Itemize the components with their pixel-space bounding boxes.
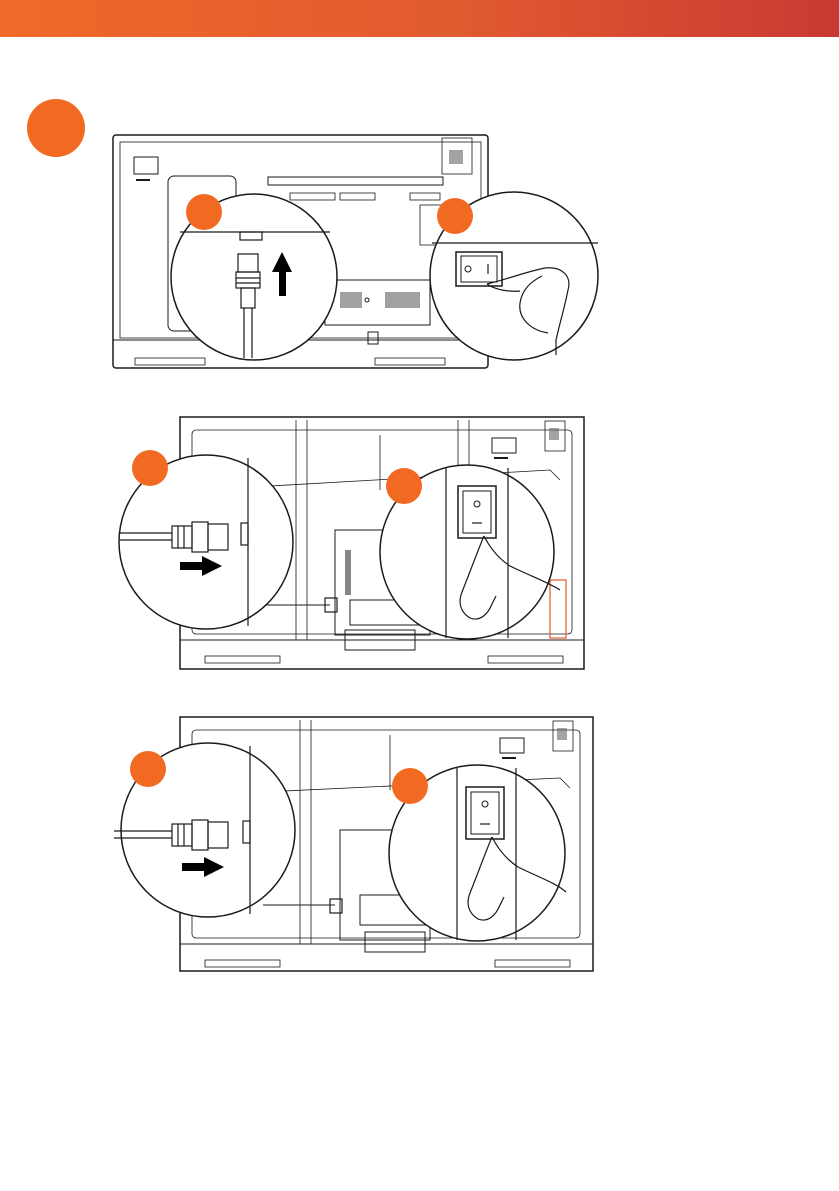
badge-b — [437, 198, 473, 234]
badge-a — [186, 194, 222, 230]
diagram-display-rear-3 — [0, 700, 839, 980]
diagram-display-rear-1 — [0, 0, 839, 380]
diagram-display-rear-2 — [0, 400, 839, 680]
badge-b — [392, 768, 428, 804]
badge-a — [132, 450, 168, 486]
badge-b — [386, 468, 422, 504]
badge-a — [130, 751, 166, 787]
